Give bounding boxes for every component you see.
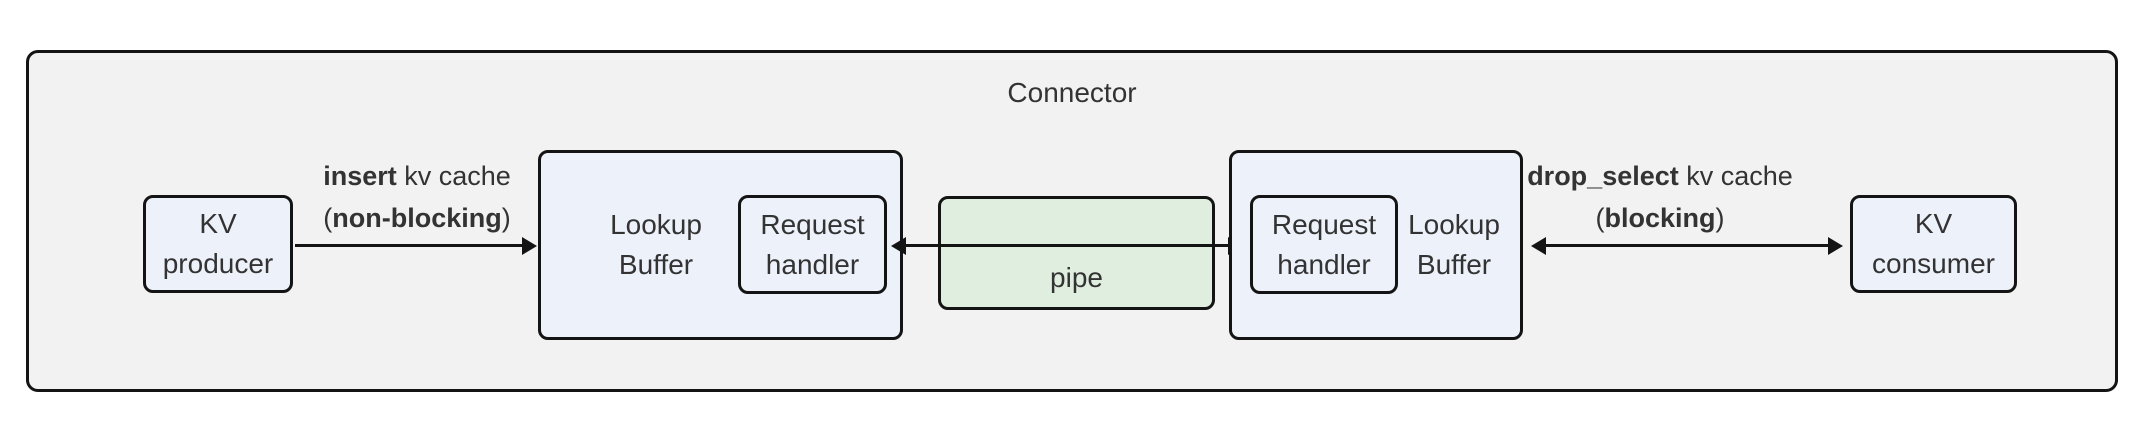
edge-drop-select-mode: blocking (1604, 203, 1716, 233)
pipe-label: pipe (1050, 262, 1103, 293)
arrowhead-left-icon (1531, 237, 1546, 255)
node-label-line: consumer (1872, 248, 1995, 279)
edge-insert-paren-close: ) (501, 203, 511, 233)
lookup-buffer-left-label: Lookup Buffer (571, 153, 741, 337)
arrowhead-left-icon (891, 237, 906, 255)
node-request-handler-left: Request handler (738, 195, 887, 294)
node-label-line: handler (765, 248, 860, 280)
edge-label-insert-line1: insert kv cache (297, 155, 537, 197)
node-kv-consumer: KV consumer (1850, 195, 2017, 293)
node-label-line: Request (760, 208, 865, 240)
edge-insert-paren-open: ( (323, 203, 333, 233)
edge-drop-select-paren-close: ) (1715, 203, 1725, 233)
node-label-line: KV (199, 208, 237, 239)
edge-drop-select-line (1540, 244, 1832, 247)
node-label-line: Buffer (1416, 249, 1492, 280)
edge-label-insert-line2: (non-blocking) (297, 197, 537, 239)
edge-label-drop-select-line1: drop_select kv cache (1515, 155, 1805, 197)
edge-insert-rest: kv cache (396, 161, 511, 191)
edge-drop-select-rest: kv cache (1678, 161, 1793, 191)
node-label-line: Request (1271, 208, 1377, 240)
node-kv-producer: KV producer (143, 195, 293, 293)
node-lookup-buffer-left: Lookup Buffer Request handler (538, 150, 903, 340)
node-label-line: handler (1277, 248, 1371, 280)
edge-label-insert: insert kv cache (non-blocking) (297, 155, 537, 239)
node-label-line: KV (1914, 208, 1953, 239)
connector-title: Connector (1007, 77, 1137, 108)
node-pipe: pipe (938, 196, 1215, 310)
node-label-line: producer (162, 248, 274, 279)
lookup-buffer-right-label: Lookup Buffer (1394, 153, 1514, 337)
node-label-line: Lookup (610, 209, 702, 240)
edge-label-drop-select-line2: (blocking) (1515, 197, 1805, 239)
node-request-handler-right: Request handler (1250, 195, 1398, 294)
arrowhead-right-icon (522, 237, 537, 255)
edge-label-drop-select: drop_select kv cache (blocking) (1515, 155, 1805, 239)
edge-drop-select-verb: drop_select (1527, 161, 1679, 191)
edge-insert-mode: non-blocking (332, 203, 502, 233)
node-label-line: Lookup (1408, 209, 1500, 240)
node-label-line: Buffer (618, 249, 694, 280)
edge-insert-verb: insert (323, 161, 397, 191)
node-lookup-buffer-right: Request handler Lookup Buffer (1229, 150, 1523, 340)
edge-pipe-line (903, 244, 1233, 247)
edge-insert-line (295, 244, 525, 247)
arrowhead-right-icon (1828, 237, 1843, 255)
edge-drop-select-paren-open: ( (1595, 203, 1605, 233)
